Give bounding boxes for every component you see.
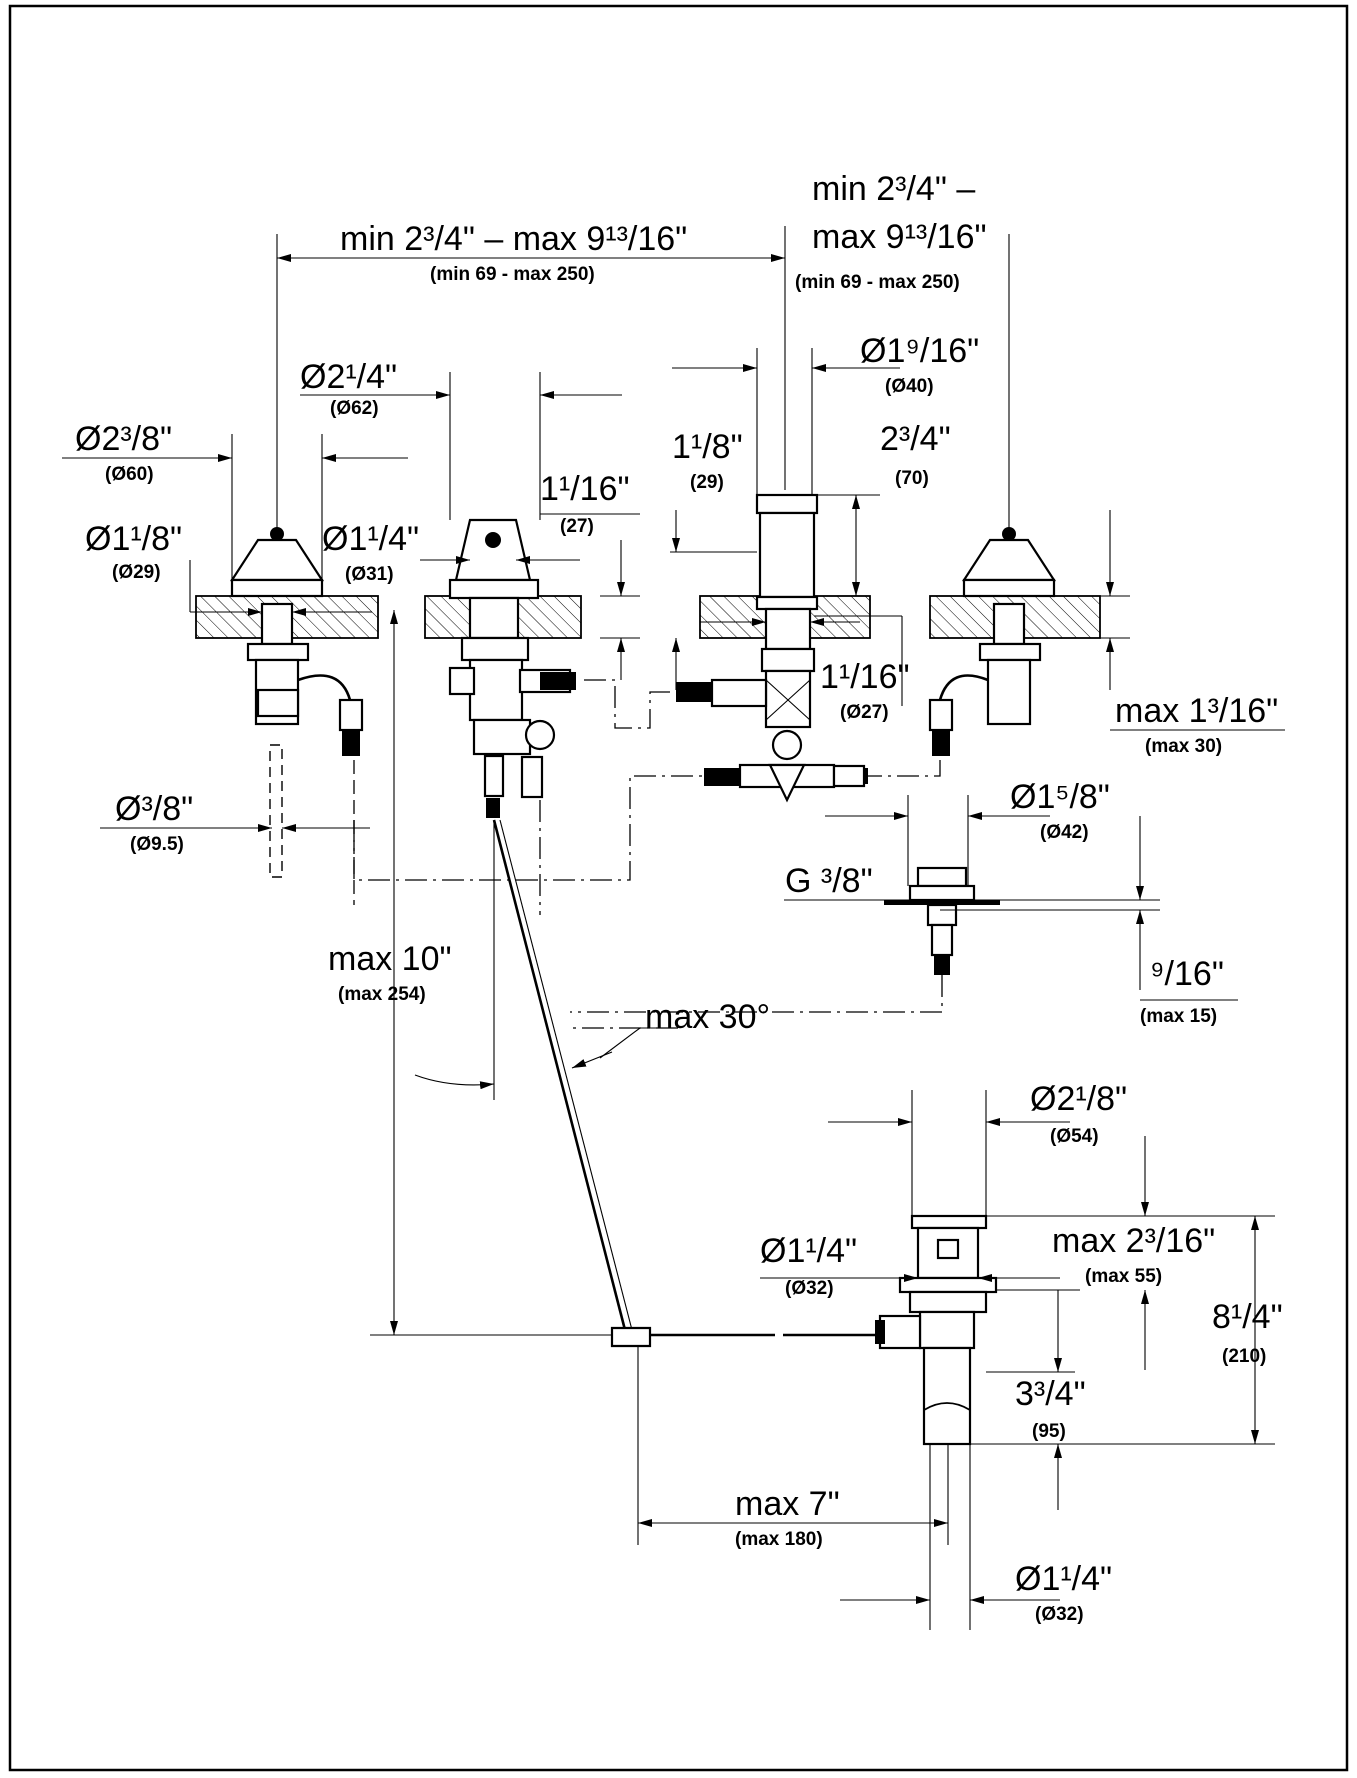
h-1-1-16-left-metric: (27) xyxy=(560,516,594,537)
countertop-sections xyxy=(195,595,1101,639)
h-2-3-4-label: 2³/4" xyxy=(880,420,951,458)
h-1-1-16-right-metric: (Ø27) xyxy=(840,702,889,723)
d-2-1-8-metric: (Ø54) xyxy=(1050,1126,1099,1147)
dimension-lines xyxy=(62,226,1285,1630)
d-2-3-8-metric: (Ø60) xyxy=(105,464,154,485)
max-7-metric: (max 180) xyxy=(735,1529,823,1550)
d-3-8-label: Ø³/8" xyxy=(115,790,193,828)
d-2-3-8-label: Ø2³/8" xyxy=(75,420,172,458)
max-7-label: max 7" xyxy=(735,1485,840,1523)
h-9-16-metric: (max 15) xyxy=(1140,1006,1217,1027)
h-9-16-label: ⁹/16" xyxy=(1150,955,1224,993)
d-2-1-4-label: Ø2¹/4" xyxy=(300,358,397,396)
h-1-1-16-right-label: 1¹/16" xyxy=(820,658,910,696)
max-10-metric: (max 254) xyxy=(338,984,426,1005)
drawing-frame xyxy=(8,4,1349,1772)
d-1-1-4-drain-metric: (Ø32) xyxy=(785,1278,834,1299)
d-1-1-8-label: Ø1¹/8" xyxy=(85,520,182,558)
spout-valve xyxy=(448,518,900,1348)
popup-rod-fitting xyxy=(570,866,1000,1013)
max-1-3-16-metric: (max 30) xyxy=(1145,736,1222,757)
h-1-1-16-left-label: 1¹/16" xyxy=(540,470,630,508)
hose-line-2 xyxy=(353,775,704,881)
h-1-1-8-label: 1¹/8" xyxy=(672,428,743,466)
d-1-5-8-label: Ø1⁵/8" xyxy=(1010,778,1110,816)
max-2-3-16-metric: (max 55) xyxy=(1085,1266,1162,1287)
d-2-1-8-label: Ø2¹/8" xyxy=(1030,1080,1127,1118)
center-right-valve xyxy=(676,493,868,803)
labels: min 2³/4" – max 9¹³/16" (min 69 - max 25… xyxy=(75,170,1283,1625)
top-right-span-line1: min 2³/4" – xyxy=(812,170,975,208)
d-3-8-metric: (Ø9.5) xyxy=(130,834,184,855)
left-handle-valve xyxy=(229,527,364,905)
h-1-1-8-metric: (29) xyxy=(690,472,724,493)
h-8-1-4-label: 8¹/4" xyxy=(1212,1298,1283,1336)
d-1-1-4-bottom-metric: (Ø32) xyxy=(1035,1604,1084,1625)
d-1-1-4-bottom-label: Ø1¹/4" xyxy=(1015,1560,1112,1598)
max-2-3-16-label: max 2³/16" xyxy=(1052,1222,1215,1260)
d-1-1-8-metric: (Ø29) xyxy=(112,562,161,583)
max-1-3-16-label: max 1³/16" xyxy=(1115,692,1278,730)
d-1-1-4-drain-label: Ø1¹/4" xyxy=(760,1232,857,1270)
d-1-1-4-top-metric: (Ø31) xyxy=(345,564,394,585)
top-left-span-label: min 2³/4" – max 9¹³/16" xyxy=(340,220,687,258)
g-3-8-label: G ³/8" xyxy=(785,862,873,900)
max-10-label: max 10" xyxy=(328,940,452,978)
top-left-span-metric: (min 69 - max 250) xyxy=(430,264,595,285)
h-3-3-4-label: 3³/4" xyxy=(1015,1375,1086,1413)
d-1-9-16-label: Ø1⁹/16" xyxy=(860,332,979,370)
top-right-span-line2: max 9¹³/16" xyxy=(812,218,987,256)
hose-center-line xyxy=(584,679,676,729)
h-2-3-4-metric: (70) xyxy=(895,468,929,489)
drain-assembly xyxy=(875,1214,998,1446)
d-1-1-4-top-label: Ø1¹/4" xyxy=(322,520,419,558)
h-8-1-4-metric: (210) xyxy=(1222,1346,1266,1367)
top-right-span-metric: (min 69 - max 250) xyxy=(795,272,960,293)
d-1-9-16-metric: (Ø40) xyxy=(885,376,934,397)
h-3-3-4-metric: (95) xyxy=(1032,1421,1066,1442)
d-1-5-8-metric: (Ø42) xyxy=(1040,822,1089,843)
hose-line-3 xyxy=(868,760,941,777)
max-30-deg-label: max 30° xyxy=(645,998,770,1036)
right-handle-valve xyxy=(928,527,1057,756)
d-2-1-4-metric: (Ø62) xyxy=(330,398,379,419)
